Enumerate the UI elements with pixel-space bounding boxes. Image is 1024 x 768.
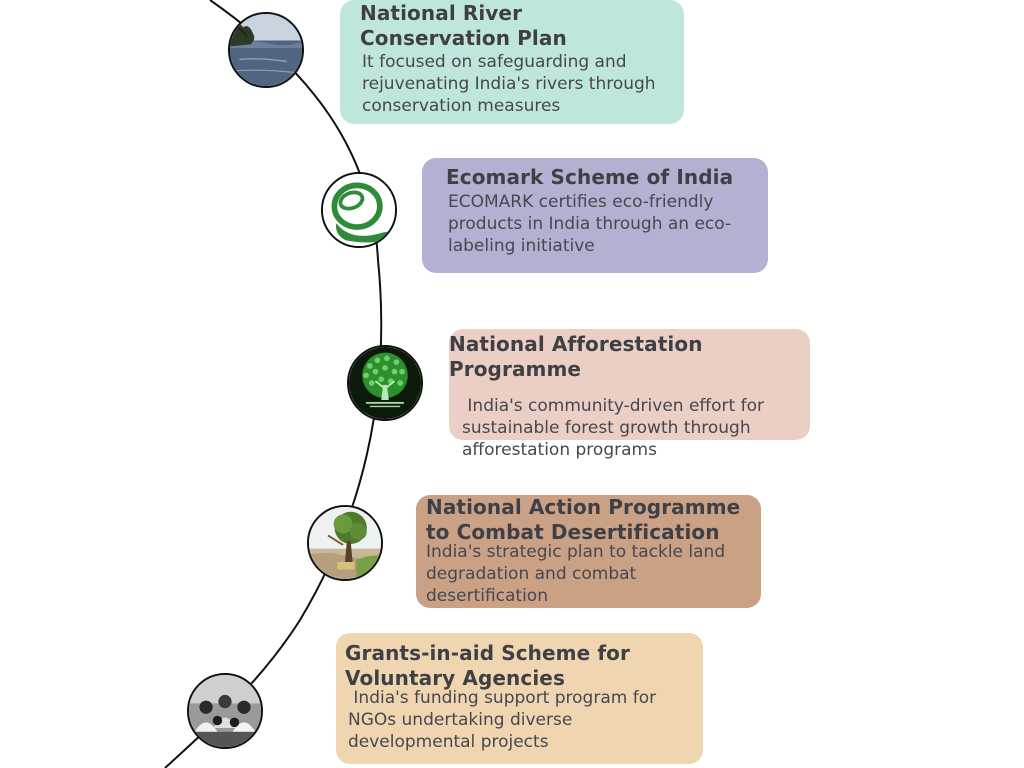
milestone-title: Grants-in-aid Scheme for Voluntary Agenc… xyxy=(345,641,630,690)
river-photo-icon xyxy=(228,12,304,88)
milestone-card-river-conservation: National River Conservation Plan It focu… xyxy=(340,0,684,124)
milestone-description: India's community-driven effort for sust… xyxy=(462,396,770,460)
milestone-title: Ecomark Scheme of India xyxy=(446,165,734,189)
milestone-card-grants-in-aid: Grants-in-aid Scheme for Voluntary Agenc… xyxy=(336,633,703,764)
milestone-card-afforestation: National Afforestation Programme India's… xyxy=(449,329,810,460)
group-photo-icon xyxy=(187,673,263,749)
milestone-title: National River Conservation Plan xyxy=(360,1,567,50)
milestone-description: ECOMARK certifies eco-friendly products … xyxy=(448,192,732,256)
ecomark-logo-icon xyxy=(321,172,397,248)
milestone-title: National Action Programme to Combat Dese… xyxy=(426,495,741,544)
milestone-card-desertification: National Action Programme to Combat Dese… xyxy=(416,495,761,608)
milestone-description: It focused on safeguarding and rejuvenat… xyxy=(362,52,661,116)
milestone-card-ecomark: Ecomark Scheme of India ECOMARK certifie… xyxy=(422,158,768,273)
milestone-title: National Afforestation Programme xyxy=(449,332,703,381)
tree-on-dry-land-icon xyxy=(307,505,383,581)
green-tree-logo-icon xyxy=(347,345,423,421)
milestone-description: India's funding support program for NGOs… xyxy=(348,688,662,752)
milestone-description: India's strategic plan to tackle land de… xyxy=(426,542,731,606)
